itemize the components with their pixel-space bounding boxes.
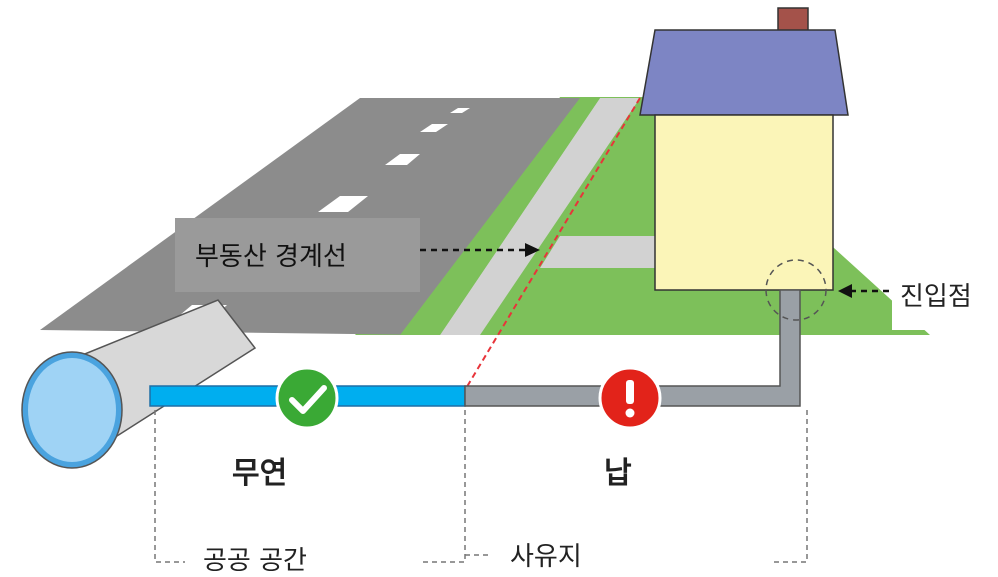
entry-point-label: 진입점 [900, 282, 972, 312]
lead-pipe [464, 289, 801, 407]
boundary-arrow [420, 243, 540, 257]
entry-point-marker [765, 259, 827, 321]
curb-grass [400, 98, 600, 335]
front-walkway [540, 236, 660, 268]
private-land-label: 사유지 [510, 542, 582, 572]
sidewalk [440, 98, 640, 335]
boundary-label-box [175, 218, 420, 292]
property-boundary-line [461, 97, 641, 396]
exclamation-circle-icon [598, 366, 662, 430]
section-brackets [154, 410, 808, 563]
entry-arrow [838, 284, 890, 298]
lead-free-label: 무연 [232, 456, 288, 491]
water-main-interior [28, 358, 116, 462]
lead-label: 납 [604, 456, 632, 491]
check-circle-icon [275, 366, 339, 430]
public-space-label: 공공 공간 [203, 546, 307, 576]
house-wall [654, 114, 834, 291]
house-roof [639, 29, 849, 116]
property-boundary-label: 부동산 경계선 [195, 242, 347, 272]
entry-label-box [892, 262, 998, 330]
